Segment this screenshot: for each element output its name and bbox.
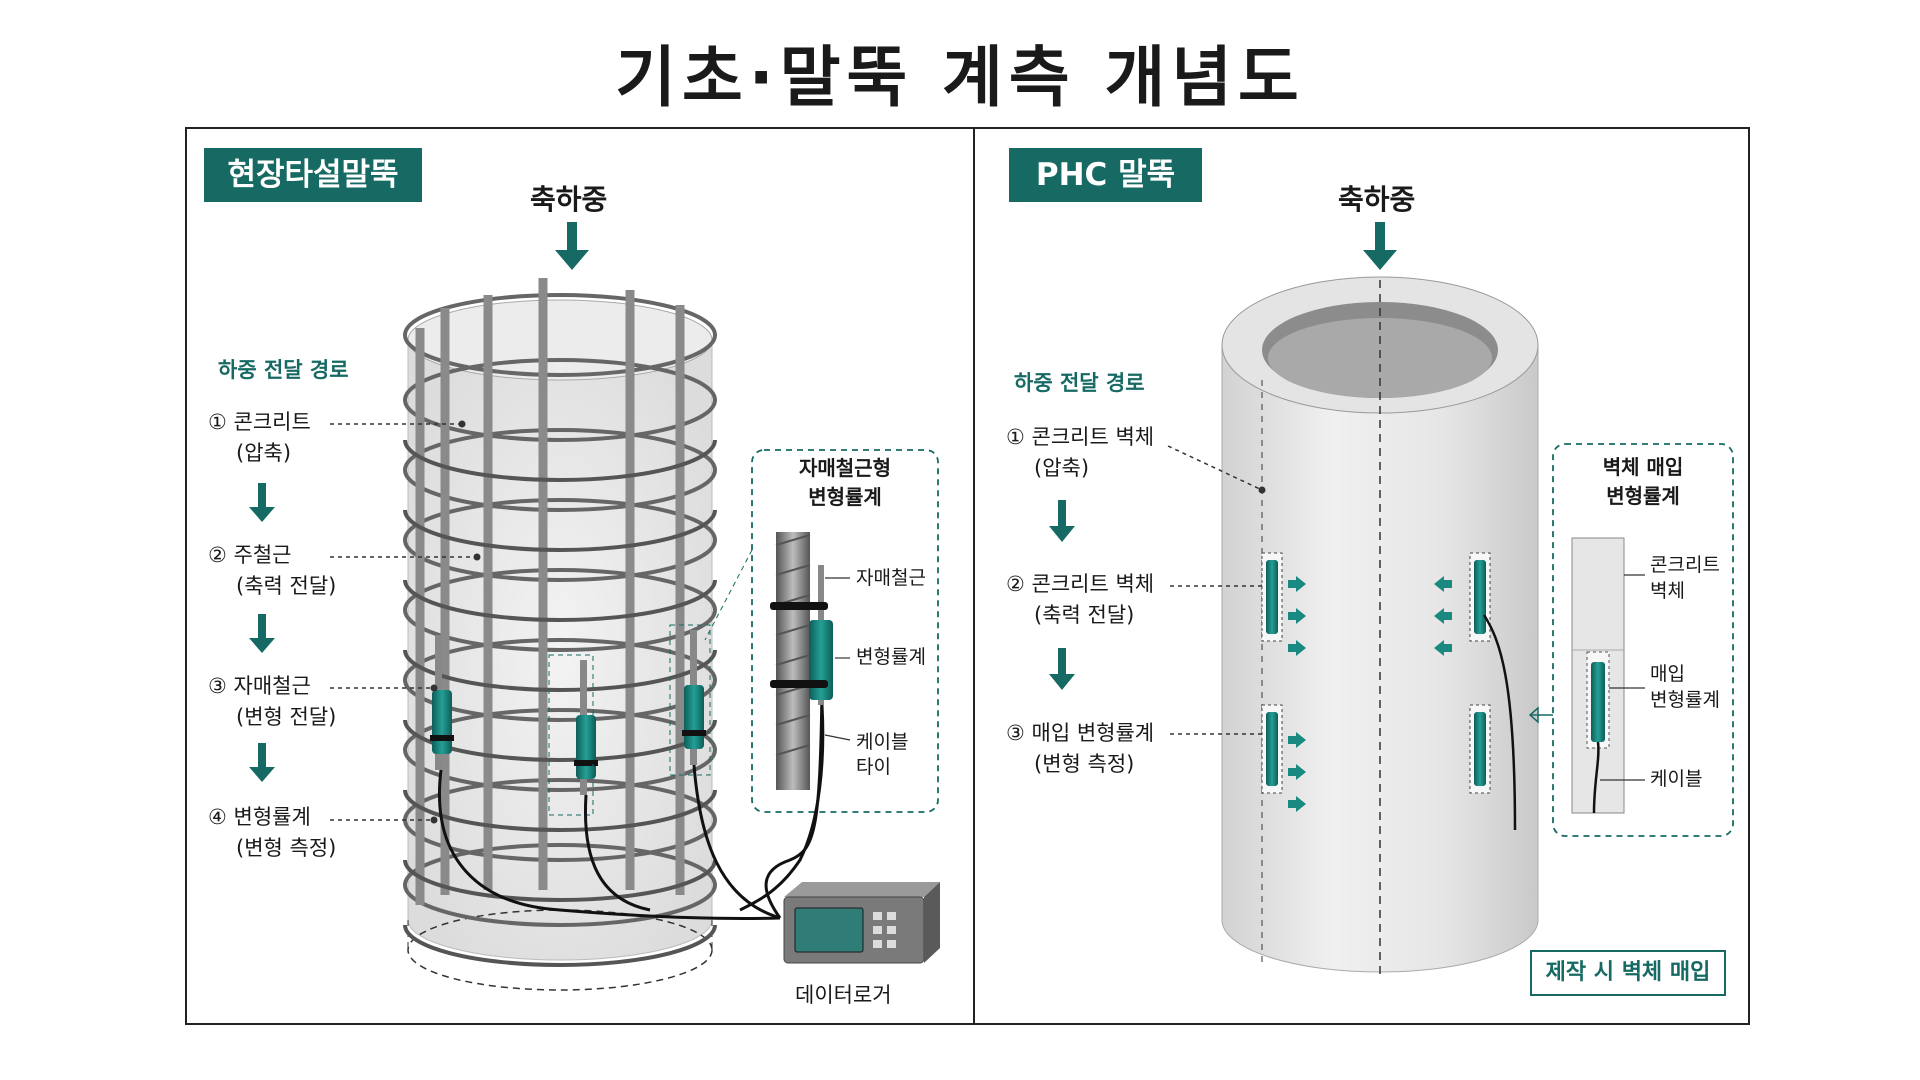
page-title: 기초·말뚝 계측 개념도 xyxy=(615,39,1305,116)
sister-bar-gauge-1 xyxy=(430,635,454,770)
phc-pile xyxy=(1221,276,1539,975)
cast-in-place-pile xyxy=(403,278,717,991)
load-path-title-right: 하중 전달 경로 xyxy=(1014,371,1145,395)
left-step-2: ② 주철근 xyxy=(208,543,292,567)
axial-load-label-left: 축하중 xyxy=(530,183,608,216)
left-leader-dots xyxy=(430,420,481,824)
tag-cast-in-place: 현장타설말뚝 xyxy=(204,148,422,202)
right-leaders xyxy=(1167,445,1263,735)
left-step-2-sub: (축력 전달) xyxy=(236,574,337,598)
detail-title-left-2: 변형률계 xyxy=(808,485,882,509)
label-embedded: 매입 xyxy=(1650,663,1685,685)
phc-strain-arrows xyxy=(1288,576,1452,812)
diagram-frame xyxy=(185,127,1750,1025)
right-step-2-sub: (축력 전달) xyxy=(1034,603,1135,627)
left-step-1-sub: (압축) xyxy=(236,441,292,465)
right-leader-dot xyxy=(1258,486,1266,494)
load-arrow-left xyxy=(555,222,589,270)
left-step-4: ④ 변형률계 xyxy=(208,805,311,829)
label-cable: 케이블 xyxy=(856,731,909,753)
right-step-1: ① 콘크리트 벽체 xyxy=(1006,425,1155,449)
left-step-arrows xyxy=(249,483,275,782)
left-step-3-sub: (변형 전달) xyxy=(236,705,337,729)
sister-bar-detail xyxy=(704,449,939,912)
gauge-cables xyxy=(438,689,824,920)
right-step-1-sub: (압축) xyxy=(1034,456,1090,480)
axial-load-label-right: 축하중 xyxy=(1338,183,1416,216)
label-strain-gauge-right: 변형률계 xyxy=(1650,689,1720,711)
detail-title-right-1: 벽체 매입 xyxy=(1602,455,1684,479)
panel-divider xyxy=(973,127,975,1025)
label-strain-gauge: 변형률계 xyxy=(856,646,926,668)
load-path-title-left: 하중 전달 경로 xyxy=(218,358,349,382)
label-cable-right: 케이블 xyxy=(1650,768,1703,790)
left-step-3: ③ 자매철근 xyxy=(208,674,311,698)
right-step-3-sub: (변형 측정) xyxy=(1034,752,1135,776)
label-concrete: 콘크리트 xyxy=(1650,554,1720,576)
label-wall: 벽체 xyxy=(1650,580,1685,602)
load-arrow-right xyxy=(1363,222,1397,270)
data-logger xyxy=(783,882,940,964)
right-step-3: ③ 매입 변형률계 xyxy=(1006,721,1155,745)
embedded-gauge-detail xyxy=(1528,443,1734,837)
sister-bar-gauge-3 xyxy=(669,624,711,776)
data-logger-label: 데이터로거 xyxy=(795,983,892,1007)
phc-embedded-gauges xyxy=(1261,552,1517,831)
left-leaders xyxy=(330,423,475,821)
right-step-2: ② 콘크리트 벽체 xyxy=(1006,572,1155,596)
tag-phc-pile: PHC 말뚝 xyxy=(1009,148,1202,202)
label-tie: 타이 xyxy=(856,756,891,778)
label-sister-bar: 자매철근 xyxy=(856,567,926,589)
embed-note: 제작 시 벽체 매입 xyxy=(1530,950,1726,996)
left-step-1: ① 콘크리트 xyxy=(208,410,311,434)
right-step-arrows xyxy=(1049,500,1075,690)
sister-bar-gauge-2 xyxy=(548,654,598,816)
left-step-4-sub: (변형 측정) xyxy=(236,836,337,860)
detail-title-right-2: 변형률계 xyxy=(1606,484,1680,508)
detail-title-left-1: 자매철근형 xyxy=(799,456,891,480)
